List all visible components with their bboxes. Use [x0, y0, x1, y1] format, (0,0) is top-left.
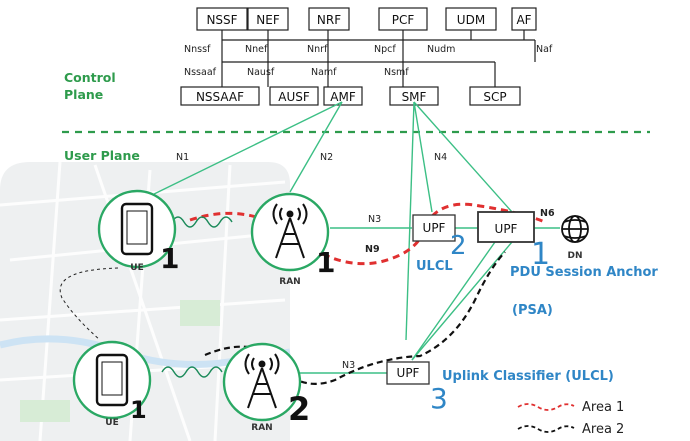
n2-label: N2 — [320, 152, 333, 163]
svg-text:UPF: UPF — [423, 221, 446, 235]
svg-text:NSSAAF: NSSAAF — [196, 90, 244, 104]
n6-label: N6 — [540, 208, 555, 219]
iface-nnrf: Nnrf — [307, 44, 328, 55]
antenna-tower-icon — [244, 353, 280, 409]
control-plane-label-line2: Plane — [64, 87, 103, 102]
nf-ausf: AUSF Nausf — [247, 67, 319, 106]
globe-icon — [561, 215, 589, 243]
interface-links — [149, 101, 560, 374]
nf-nssf: NSSF Nnssf — [184, 7, 248, 55]
n3-top-label: N3 — [368, 214, 381, 225]
nf-scp: SCP — [469, 86, 521, 106]
ue-top: UE — [97, 189, 177, 273]
iface-nsmf: Nsmf — [384, 67, 409, 78]
n1-label: N1 — [176, 152, 189, 163]
radio-wave-bottom — [161, 366, 223, 378]
marker-ue-top: 1 — [160, 242, 179, 275]
iface-namf: Namf — [311, 67, 337, 78]
svg-text:NRF: NRF — [317, 13, 341, 27]
legend-area1-swatch — [517, 403, 575, 411]
ue-bottom: UE — [72, 340, 152, 428]
nf-amf: AMF Namf — [311, 67, 363, 106]
ulcl-label: ULCL — [416, 259, 453, 274]
nf-af: AF Naf — [511, 7, 553, 55]
upf-psa: UPF — [477, 211, 535, 243]
handover-path — [59, 267, 119, 341]
ue-bottom-label: UE — [105, 418, 118, 428]
control-plane-bus — [221, 30, 536, 87]
svg-text:DN: DN — [567, 251, 582, 261]
ran-bottom: RAN — [222, 342, 302, 433]
control-plane-label-line1: Control — [64, 70, 116, 85]
legend: Area 1 Area 2 — [517, 400, 624, 437]
legend-area2-swatch — [517, 425, 575, 433]
nf-udm: UDM Nudm — [427, 7, 497, 55]
ran-top-label: RAN — [279, 277, 300, 287]
iface-nudm: Nudm — [427, 44, 455, 55]
nf-nef: NEF Nnef — [245, 7, 289, 55]
legend-area2-label: Area 2 — [582, 422, 624, 437]
ran-top: RAN — [250, 192, 330, 287]
upf-ulcl: UPF — [412, 214, 456, 242]
phone-icon — [95, 353, 129, 407]
iface-nausf: Nausf — [247, 67, 275, 78]
nf-nrf: NRF Nnrf — [307, 7, 350, 55]
svg-text:SMF: SMF — [402, 90, 427, 104]
n9-label: N9 — [365, 244, 380, 255]
svg-text:UPF: UPF — [397, 366, 420, 380]
user-plane-label: User Plane — [64, 148, 140, 163]
radio-wave-top — [171, 216, 233, 228]
svg-text:UDM: UDM — [457, 13, 485, 27]
legend-area1-label: Area 1 — [582, 400, 624, 415]
antenna-tower-icon — [272, 203, 308, 259]
marker-ue-bottom: 1 — [130, 396, 147, 424]
ran-bottom-label: RAN — [251, 423, 272, 433]
marker-upf-ulcl: 2 — [450, 231, 467, 261]
nf-nssaaf: NSSAAF Nssaaf — [180, 67, 260, 106]
marker-ran-top: 1 — [316, 246, 335, 279]
marker-upf-bottom: 3 — [430, 382, 448, 415]
svg-text:NSSF: NSSF — [206, 13, 237, 27]
uplink-classifier-label: Uplink Classifier (ULCL) — [442, 369, 614, 384]
iface-nnef: Nnef — [245, 44, 268, 55]
svg-text:SCP: SCP — [483, 90, 506, 104]
svg-text:AF: AF — [516, 13, 531, 27]
marker-upf-psa: 1 — [531, 237, 550, 272]
dn-node: DN — [561, 215, 589, 261]
iface-nnssf: Nnssf — [184, 44, 211, 55]
nf-pcf: PCF Npcf — [374, 7, 428, 55]
svg-text:UPF: UPF — [495, 222, 518, 236]
nf-smf: SMF Nsmf — [384, 67, 439, 106]
psa-label-line2: (PSA) — [512, 303, 553, 318]
iface-nssaaf: Nssaaf — [184, 67, 217, 78]
svg-text:NEF: NEF — [256, 13, 280, 27]
upf-bottom: UPF — [386, 361, 430, 385]
n4-label: N4 — [434, 152, 447, 163]
phone-icon — [120, 202, 154, 256]
svg-text:PCF: PCF — [392, 13, 415, 27]
svg-text:AUSF: AUSF — [278, 90, 310, 104]
iface-npcf: Npcf — [374, 44, 396, 55]
ue-top-label: UE — [130, 263, 143, 273]
n3-bottom-label: N3 — [342, 360, 355, 371]
iface-naf: Naf — [536, 44, 553, 55]
svg-text:AMF: AMF — [330, 90, 356, 104]
marker-ran-bottom: 2 — [288, 390, 310, 428]
psa-label-line1: PDU Session Anchor — [510, 265, 658, 280]
